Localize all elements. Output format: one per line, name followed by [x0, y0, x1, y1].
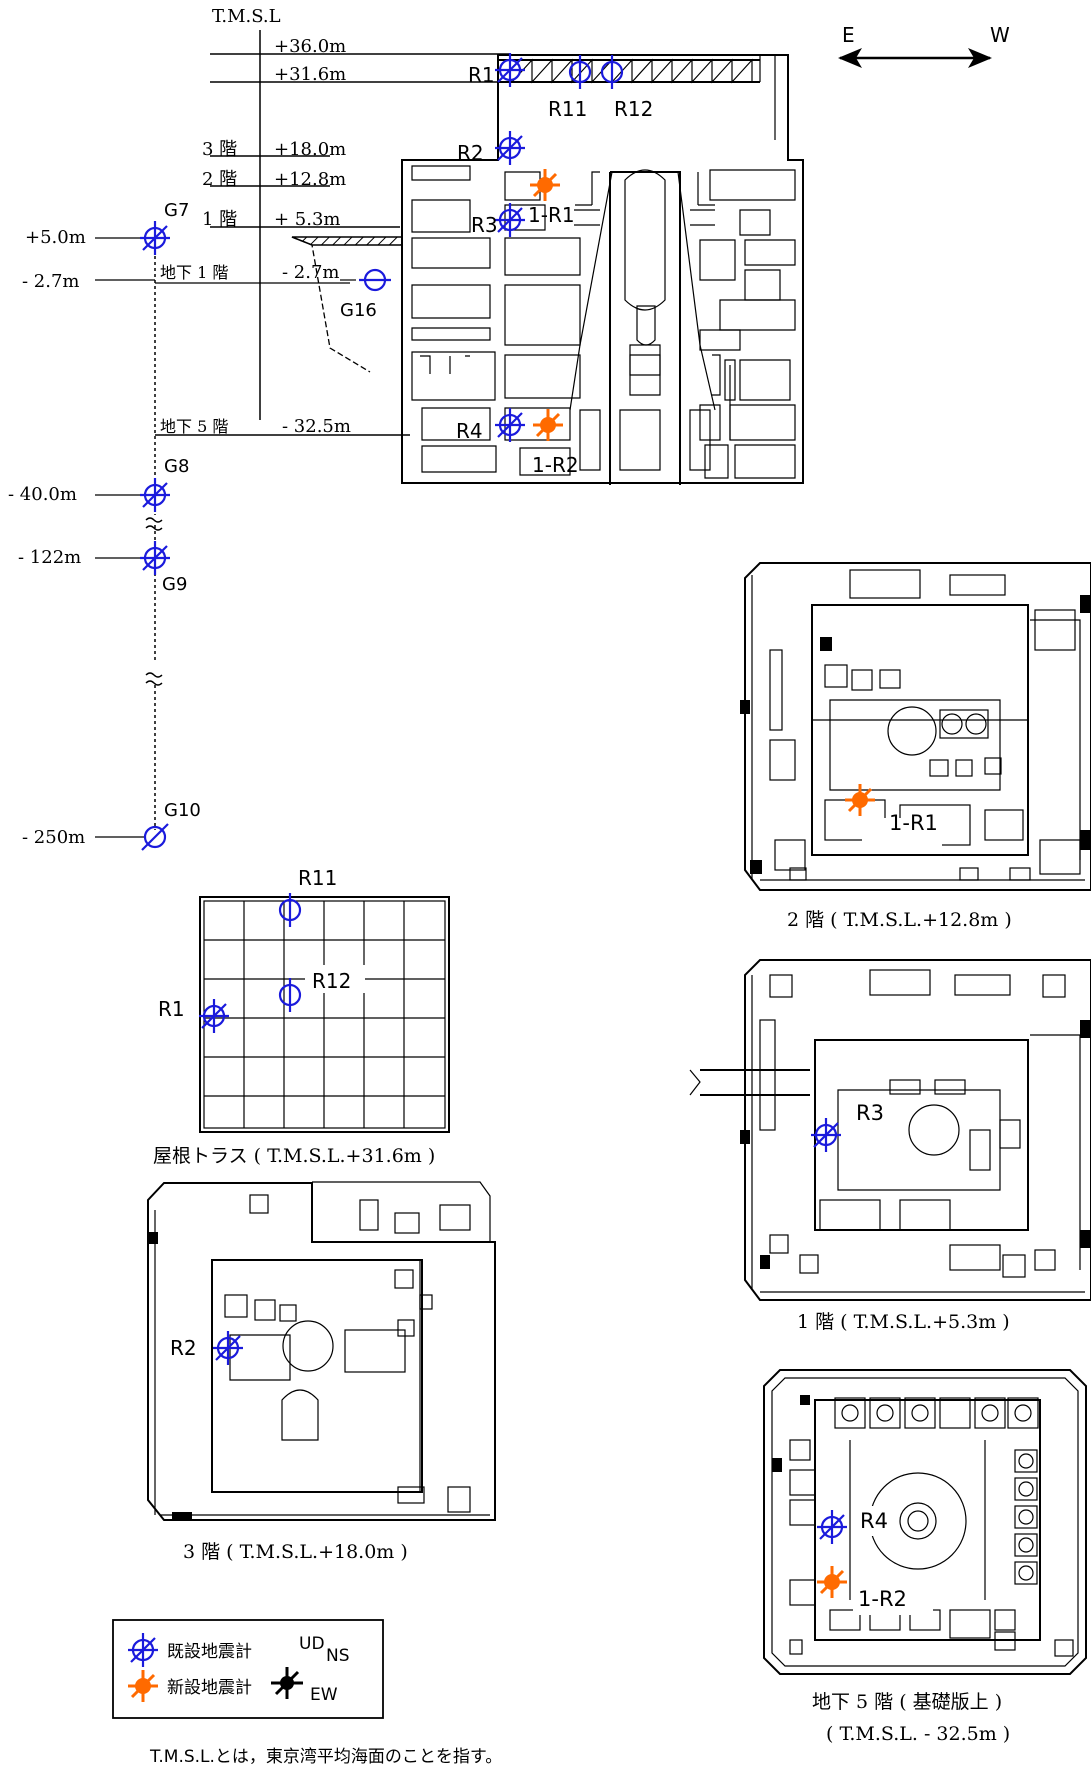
- r11-section-label: R11: [548, 97, 587, 121]
- r4-plan-label: R4: [860, 1509, 888, 1533]
- floor-b5-label: 地下 5 階: [160, 417, 228, 436]
- elev-18: +18.0m: [274, 139, 346, 160]
- elev-12-8: +12.8m: [274, 169, 346, 190]
- seismometer-g9-icon: [138, 539, 172, 577]
- r12-section-label: R12: [614, 97, 653, 121]
- elev-36: +36.0m: [274, 36, 346, 57]
- g7-depth: +5.0m: [25, 227, 86, 248]
- seismometer-r12-plan-icon: [278, 976, 302, 1014]
- g16-label: G16: [340, 300, 377, 321]
- r1-plan-label: R1: [158, 997, 185, 1021]
- floor-1-label: 1 階: [202, 209, 237, 230]
- footnote: T.M.S.L.とは，東京湾平均海面のことを指す。: [149, 1747, 502, 1767]
- seismometer-r11-plan-icon: [278, 891, 302, 929]
- floor1-plan: R3 1 階 ( T.M.S.L.+5.3m ): [689, 959, 1091, 1333]
- legend-ew-label: EW: [310, 1685, 338, 1705]
- floor-2-label: 2 階: [202, 169, 237, 190]
- b5-plan-caption-2: ( T.M.S.L. - 32.5m ): [826, 1723, 1010, 1745]
- floor2-plan: 1-R1 2 階 ( T.M.S.L.+12.8m ): [740, 562, 1091, 931]
- new-seismometer-1r2-plan-icon: [815, 1564, 849, 1600]
- section-sensors: R1 R11 R12 R2 R3 1-R1 R4 1-R2: [456, 51, 653, 477]
- elev-m32-5: - 32.5m: [282, 416, 351, 437]
- legend: 既設地震計 新設地震計 UD NS EW: [112, 1619, 384, 1719]
- west-label: W: [990, 23, 1010, 47]
- legend-new-label: 新設地震計: [167, 1678, 252, 1698]
- legend-ud-label: UD: [299, 1634, 325, 1654]
- east-label: E: [842, 23, 855, 47]
- 1r1-plan-label: 1-R1: [889, 811, 938, 835]
- r11-plan-label: R11: [298, 866, 337, 890]
- r12-plan-label: R12: [312, 969, 351, 993]
- roof-plan-caption: 屋根トラス ( T.M.S.L.+31.6m ): [153, 1145, 435, 1167]
- roof-truss-plan: R11 R12 R1 屋根トラス ( T.M.S.L.+31.6m ): [153, 866, 450, 1167]
- r3-section-label: R3: [471, 213, 498, 237]
- new-seismometer-1r2-section-icon: [531, 407, 565, 443]
- r4-section-label: R4: [456, 419, 483, 443]
- seismometer-g8-icon: [138, 476, 172, 514]
- new-seismometer-1r1-plan-icon: [843, 782, 877, 818]
- g10-label: G10: [164, 800, 201, 821]
- floor3-plan-caption: 3 階 ( T.M.S.L.+18.0m ): [183, 1541, 408, 1563]
- g10-depth: - 250m: [22, 827, 85, 848]
- direction-indicator: E W: [838, 23, 1010, 68]
- elevation-table: T.M.S.L +36.0m +31.6m 3 階 +18.0m 2 階 +12…: [155, 6, 510, 437]
- basement5-plan: R4 1-R2 地下 5 階 ( 基礎版上 ) ( T.M.S.L. - 32.…: [763, 1369, 1087, 1745]
- 1r2-section-label: 1-R2: [532, 453, 579, 477]
- elev-5-3: + 5.3m: [274, 209, 341, 230]
- seismometer-r3-section-icon: [493, 201, 527, 239]
- elev-31-6: +31.6m: [274, 64, 346, 85]
- g9-depth: - 122m: [18, 547, 81, 568]
- g16-depth: - 2.7m: [22, 271, 80, 292]
- elev-m2-7: - 2.7m: [282, 262, 340, 283]
- seismometer-r2-section-icon: [493, 129, 527, 167]
- legend-existing-label: 既設地震計: [167, 1642, 252, 1662]
- r2-section-label: R2: [457, 141, 484, 165]
- g8-depth: - 40.0m: [8, 484, 77, 505]
- floor-3-label: 3 階: [202, 139, 237, 160]
- seismometer-g7-icon: [138, 219, 172, 257]
- 1r2-plan-label: 1-R2: [858, 1587, 907, 1611]
- r3-plan-label: R3: [856, 1101, 884, 1125]
- seismometer-g16-icon: [357, 268, 393, 292]
- floor2-plan-caption: 2 階 ( T.M.S.L.+12.8m ): [787, 909, 1012, 931]
- seismometer-r2-plan-icon: [211, 1329, 245, 1367]
- tmsl-header: T.M.S.L: [212, 6, 281, 27]
- g9-label: G9: [162, 574, 187, 595]
- seismometer-g10-icon: [140, 822, 170, 852]
- floor1-plan-caption: 1 階 ( T.M.S.L.+5.3m ): [797, 1311, 1010, 1333]
- 1r1-section-label: 1-R1: [528, 203, 575, 227]
- floor-b1-label: 地下 1 階: [160, 263, 228, 282]
- g7-label: G7: [164, 200, 189, 221]
- seismometer-r4-section-icon: [493, 406, 527, 444]
- g8-label: G8: [164, 456, 189, 477]
- new-seismometer-1r1-section-icon: [528, 167, 562, 203]
- r1-section-label: R1: [468, 63, 495, 87]
- b5-plan-caption-1: 地下 5 階 ( 基礎版上 ): [812, 1691, 1002, 1713]
- floor3-plan: R2 3 階 ( T.M.S.L.+18.0m ): [147, 1181, 496, 1563]
- r2-plan-label: R2: [170, 1336, 197, 1360]
- seismometer-r4-plan-icon: [815, 1508, 849, 1546]
- legend-ns-label: NS: [326, 1646, 350, 1666]
- borehole-profile: +5.0m G7 - 2.7m G16 - 40.0m G8 - 122m G9…: [8, 200, 403, 852]
